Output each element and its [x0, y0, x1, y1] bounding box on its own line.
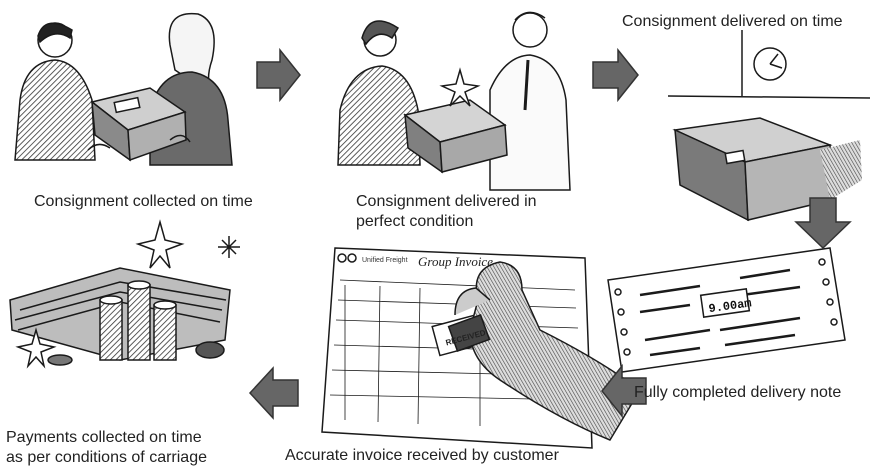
caption-delivery-note: Fully completed delivery note — [634, 384, 842, 401]
illustration-perfect-condition — [337, 11, 571, 191]
illustration-invoice — [321, 247, 641, 449]
arrow-left-1 — [601, 363, 647, 419]
invoice-heading-text: Group Invoice — [418, 254, 493, 269]
arrow-right-1 — [256, 47, 301, 103]
caption-invoice: Accurate invoice received by customer — [285, 447, 559, 464]
illustration-collection — [14, 12, 233, 166]
arrow-right-2 — [592, 47, 639, 103]
illustration-delivery-note — [607, 247, 846, 373]
invoice-company-text: Unified Freight — [362, 257, 408, 264]
caption-perfect-condition: Consignment delivered in perfect conditi… — [356, 193, 537, 230]
illustration-on-time — [667, 30, 871, 222]
illustration-payments — [9, 219, 240, 369]
caption-on-time: Consignment delivered on time — [622, 13, 843, 30]
arrow-down — [794, 197, 852, 250]
delivery-note-time: 9.00am — [708, 296, 753, 316]
caption-payments: Payments collected on time as per condit… — [6, 429, 207, 466]
caption-collected: Consignment collected on time — [34, 193, 253, 210]
arrow-left-2 — [248, 366, 299, 420]
